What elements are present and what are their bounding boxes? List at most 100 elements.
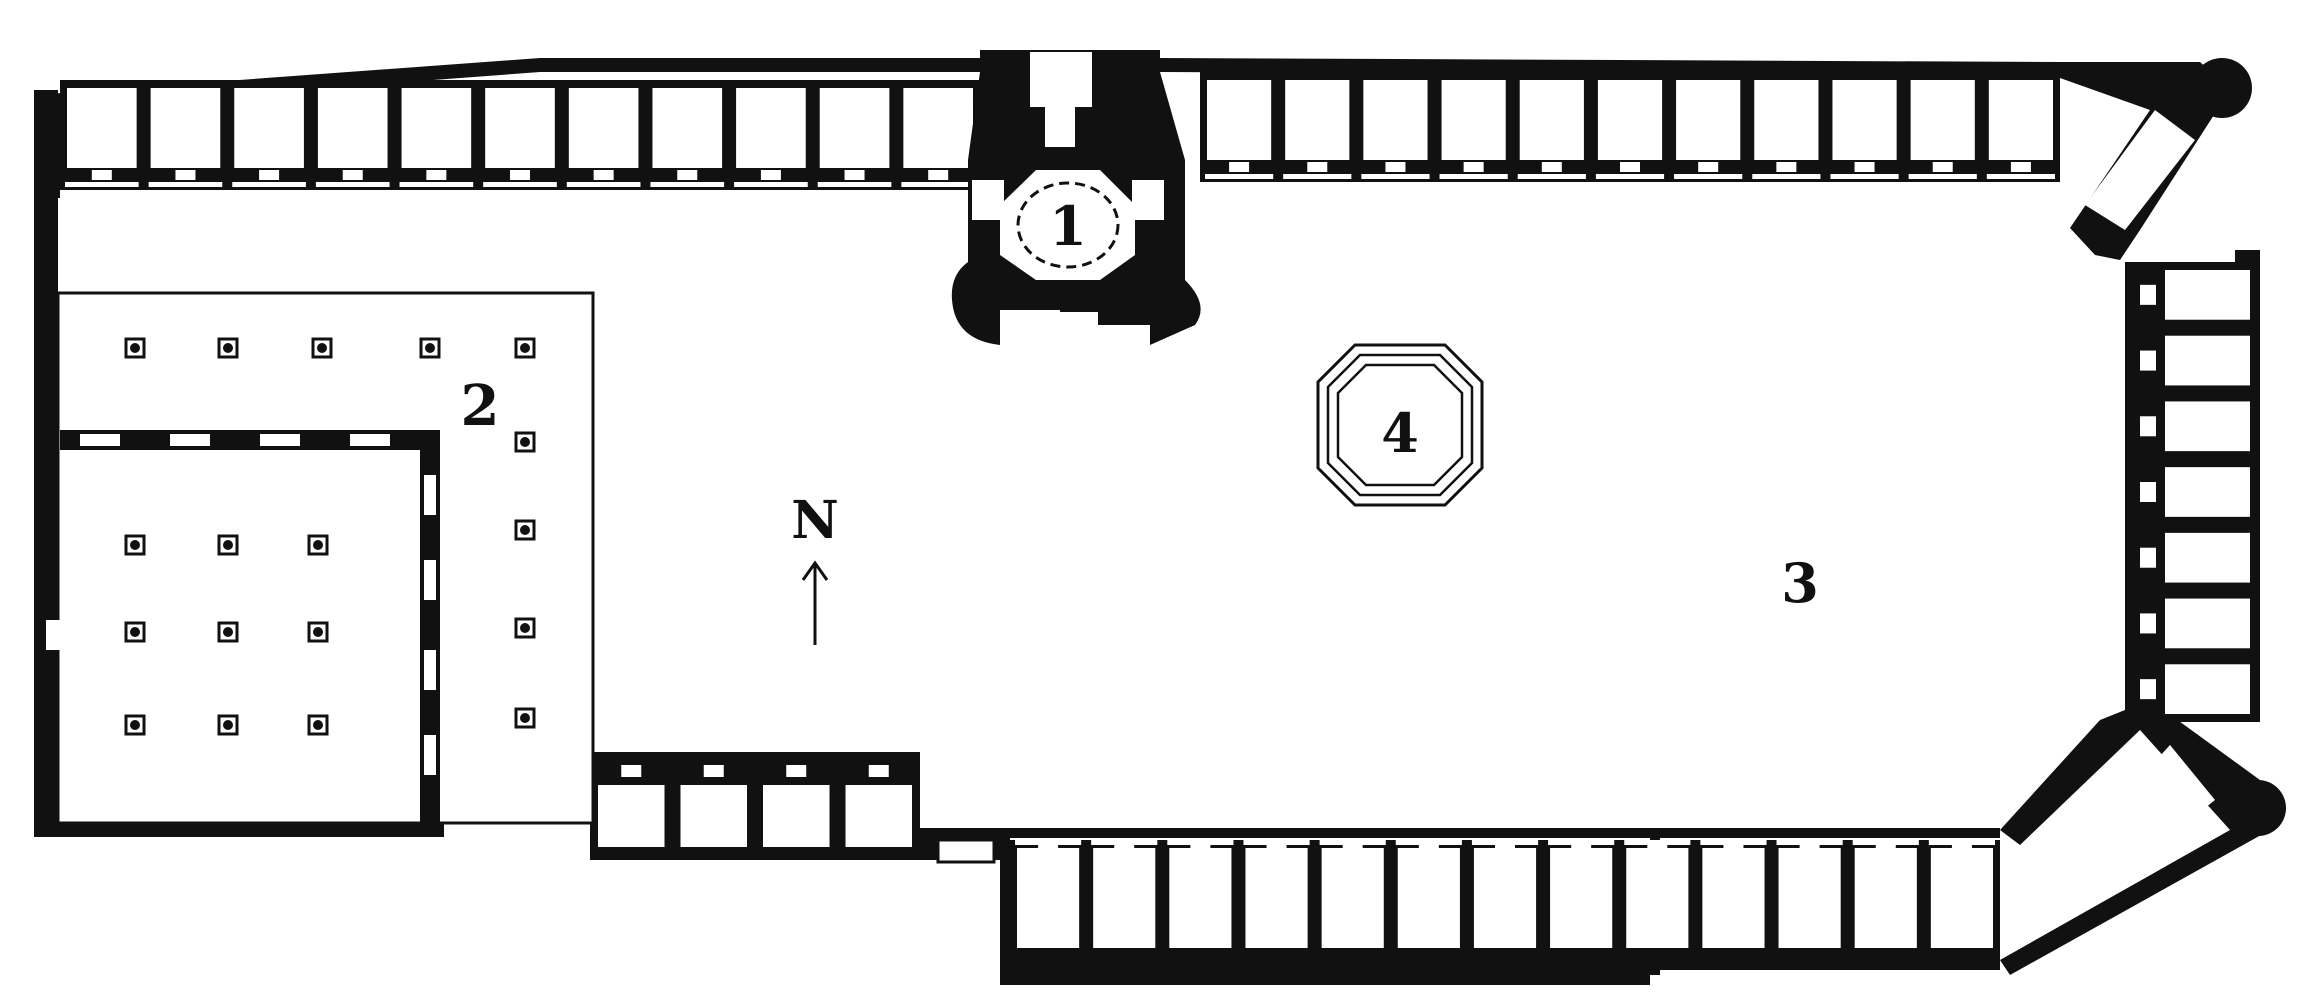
cell — [317, 88, 388, 168]
mosque-side-east — [1132, 180, 1164, 220]
pillar-core — [520, 343, 530, 353]
inner-hall-openings — [80, 434, 436, 775]
cell-door — [1620, 162, 1640, 172]
cell-door — [593, 170, 614, 180]
cell-sill — [1548, 840, 1615, 845]
cell-door — [175, 170, 196, 180]
tower-se — [2230, 780, 2286, 836]
cell — [2165, 270, 2250, 320]
cell-door — [1541, 162, 1562, 172]
pillar-core — [425, 343, 435, 353]
cell — [1832, 80, 1897, 160]
hall-outline — [56, 291, 595, 825]
pillar-core — [223, 540, 233, 550]
cell-sill — [148, 182, 223, 187]
cell — [1676, 80, 1741, 160]
cell — [2165, 335, 2250, 386]
cell-door — [1038, 844, 1059, 854]
cell-door — [1418, 844, 1439, 854]
cell-door — [786, 765, 807, 777]
cell — [1550, 848, 1613, 948]
cell-sill — [1674, 174, 1743, 179]
corner-room-se-inner — [2120, 745, 2215, 840]
cell-door — [868, 765, 889, 777]
cell — [819, 88, 890, 168]
cell-door — [342, 170, 363, 180]
cell — [1285, 80, 1350, 160]
cell-door — [1190, 844, 1211, 854]
cell-door — [928, 170, 949, 180]
cell-sill — [1361, 174, 1430, 179]
cell-door — [621, 765, 642, 777]
pillar-core — [520, 437, 530, 447]
cell — [234, 88, 304, 168]
cell-sill — [1830, 174, 1899, 179]
pool-middle — [1326, 353, 1474, 497]
north-wall-west — [34, 58, 980, 198]
wall-opening — [170, 434, 210, 446]
mosque-label: 1 — [1049, 194, 1087, 258]
cell-door — [1932, 162, 1953, 172]
mosque-portal — [1030, 52, 1092, 107]
cell-door — [1698, 162, 1719, 172]
east-cells — [2040, 110, 2260, 890]
cell-door — [1799, 844, 1820, 854]
cell-sill — [734, 182, 808, 187]
cell — [652, 88, 723, 168]
pillar-core — [223, 627, 233, 637]
cell-door — [259, 170, 280, 180]
cell-door — [510, 170, 530, 180]
hall-pillars — [124, 337, 536, 736]
cell — [903, 88, 973, 168]
cell-door — [1114, 844, 1135, 854]
wall-opening — [424, 475, 436, 515]
mosque-side-west — [972, 180, 1004, 220]
mosque-prayer-hall — [1000, 170, 1135, 280]
cell — [1930, 848, 1993, 948]
cell-sill — [1395, 840, 1462, 845]
cell-sill — [1319, 840, 1386, 845]
cell-sill — [566, 182, 641, 187]
east-wall-se-diagonal — [2000, 700, 2270, 975]
pillar-core — [130, 720, 140, 730]
cell — [485, 88, 555, 168]
cell-sill — [1908, 174, 1977, 179]
cell-door — [1495, 844, 1515, 854]
cell-sill — [1205, 174, 1274, 179]
cell — [1017, 848, 1080, 948]
cell-door — [1723, 844, 1744, 854]
west-wall — [34, 90, 58, 835]
cell-door — [91, 170, 112, 180]
cell — [763, 785, 830, 847]
cell-sill — [1624, 840, 1691, 845]
cell — [1397, 848, 1460, 948]
cell — [1910, 80, 1975, 160]
cell-door — [1776, 162, 1797, 172]
cell-sill — [1243, 840, 1310, 845]
cell — [1519, 80, 1584, 160]
inner-hall-wall-north — [60, 430, 438, 450]
cell-door — [760, 170, 781, 180]
wall-opening — [350, 434, 390, 446]
cell — [680, 785, 747, 847]
cell-door — [1854, 162, 1875, 172]
cell — [67, 88, 137, 168]
cell-door — [844, 170, 865, 180]
cell-sill — [1852, 840, 1919, 845]
cell — [1473, 848, 1537, 948]
pool-outer — [1316, 343, 1484, 507]
cell-door — [1647, 844, 1668, 854]
wall-opening — [260, 434, 300, 446]
cell — [1597, 80, 1663, 160]
pillar-core — [317, 343, 327, 353]
cell-door — [677, 170, 698, 180]
cell-door — [1951, 844, 1972, 854]
cell-door — [2140, 613, 2156, 634]
wall-opening — [424, 650, 436, 690]
cell-door — [2140, 350, 2156, 371]
cell-sill — [483, 182, 557, 187]
cell — [1363, 80, 1428, 160]
west-wall-niche — [46, 620, 62, 650]
cell-door — [2140, 482, 2156, 502]
